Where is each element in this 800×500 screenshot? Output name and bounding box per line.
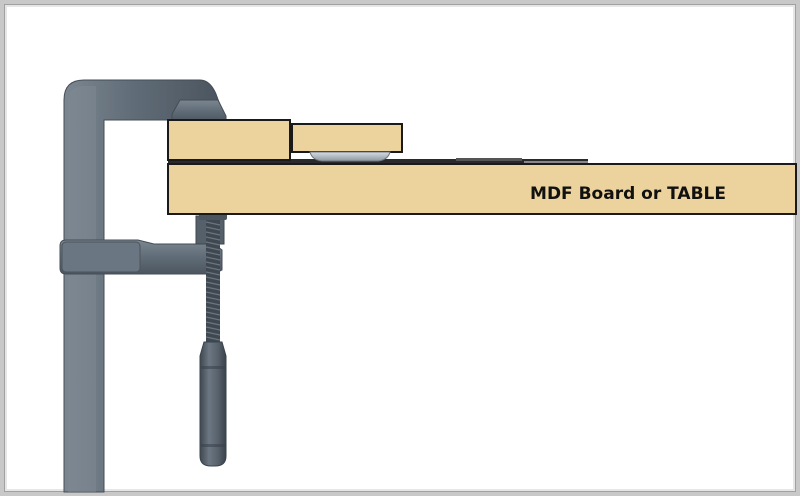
board-label: MDF Board or TABLE bbox=[530, 184, 726, 204]
workpiece-block bbox=[291, 123, 403, 153]
clamp-fixed-jaw bbox=[171, 99, 227, 123]
clamp-handle bbox=[199, 341, 227, 467]
clamp-diagram: MDF Board or TABLE bbox=[59, 79, 797, 493]
mdf-board: MDF Board or TABLE bbox=[167, 163, 797, 215]
pad-puck bbox=[309, 151, 391, 162]
spacer-block bbox=[167, 119, 291, 161]
clamp-sliding-jaw bbox=[59, 215, 225, 275]
clamp-bar bbox=[63, 79, 225, 493]
